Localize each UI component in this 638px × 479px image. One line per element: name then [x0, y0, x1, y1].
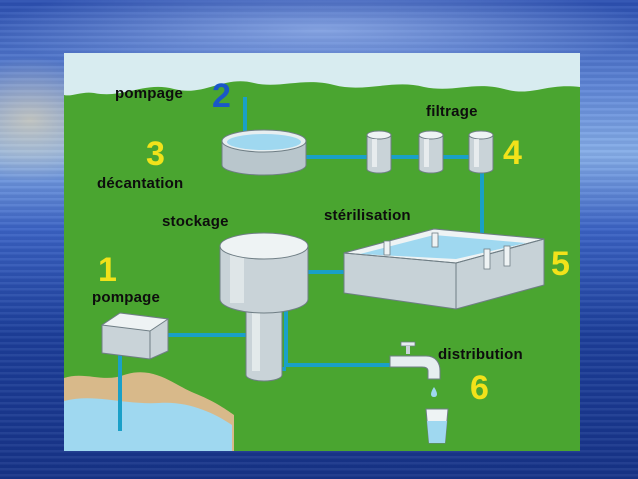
filter-cylinder-icon — [366, 130, 392, 174]
sky-strip — [64, 53, 580, 96]
pipe-network — [118, 97, 490, 431]
step-4-label: filtrage — [426, 103, 478, 120]
step-3-number: 3 — [146, 135, 165, 173]
pipe-tower-tap — [284, 293, 394, 367]
river-icon — [64, 398, 232, 451]
sterilisation-tank-icon — [343, 228, 545, 310]
step-1-label: pompage — [92, 289, 161, 306]
tap-icon — [389, 341, 441, 380]
filter-cylinders — [366, 130, 494, 174]
step-1-number: 1 — [98, 251, 117, 289]
step-4-number: 4 — [503, 134, 522, 172]
water-treatment-diagram: pompage 2 filtrage 4 3 décantation stock… — [64, 53, 580, 451]
step-6-label: distribution — [438, 346, 523, 363]
step-5-number: 5 — [551, 245, 570, 283]
decantation-basin-icon — [221, 129, 307, 176]
step-2-number: 2 — [212, 77, 231, 115]
storage-label: stockage — [162, 213, 229, 230]
water-drop-icon — [431, 387, 437, 397]
glass-icon — [425, 408, 449, 444]
diagram-drawing — [64, 53, 580, 451]
step-6-number: 6 — [470, 369, 489, 407]
step-3-label: décantation — [97, 175, 184, 192]
step-2-label: pompage — [115, 85, 184, 102]
water-tower-icon — [219, 232, 309, 382]
filter-cylinder-icon — [418, 130, 444, 174]
step-5-label: stérilisation — [324, 207, 411, 224]
filter-cylinder-icon — [468, 130, 494, 174]
pump-house-icon — [100, 312, 170, 360]
